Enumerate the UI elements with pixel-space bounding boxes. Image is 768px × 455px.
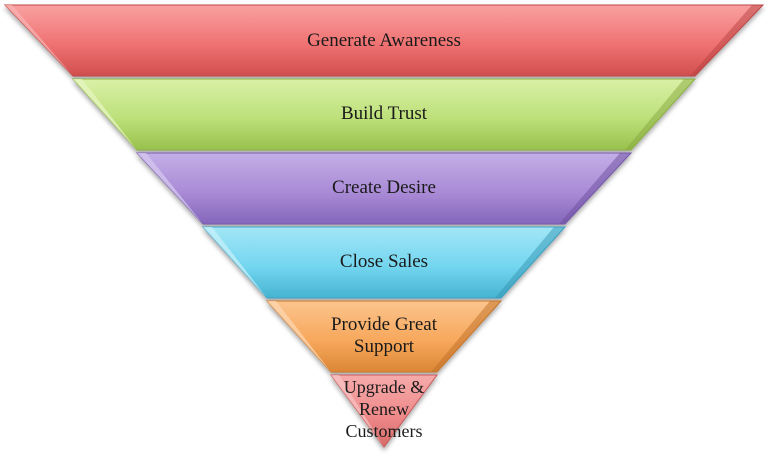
stage-label-create-desire: Create Desire: [332, 177, 436, 198]
funnel-stage-generate-awareness: [3, 4, 765, 77]
funnel-stage-build-trust: [71, 78, 697, 151]
funnel-stage-provide-great-support: [265, 300, 503, 373]
stage-label-generate-awareness: Generate Awareness: [307, 30, 461, 51]
stage-label-upgrade-renew-customers: Upgrade & Renew Customers: [343, 377, 425, 441]
stage-label-close-sales: Close Sales: [339, 251, 429, 272]
funnel-stage-upgrade-renew: [330, 374, 438, 448]
stage-label-build-trust: Build Trust: [340, 103, 428, 124]
stage-label-provide-great-support: Provide Great Support: [330, 314, 438, 357]
funnel-stage-close-sales: [201, 226, 567, 299]
funnel-stage-create-desire: [135, 152, 633, 225]
